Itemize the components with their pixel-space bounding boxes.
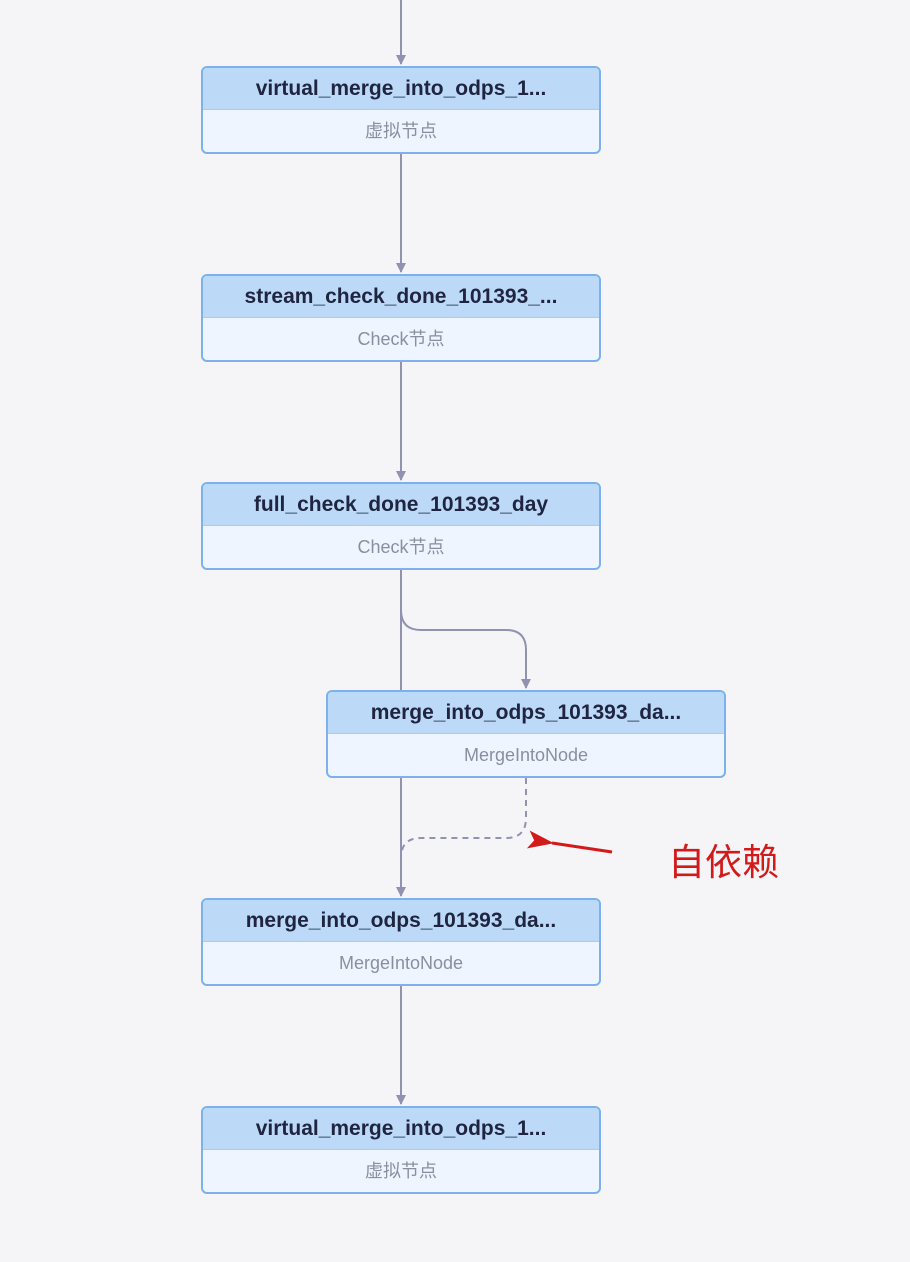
node-title: full_check_done_101393_day xyxy=(203,484,599,526)
node-title: stream_check_done_101393_... xyxy=(203,276,599,318)
node-virtual-merge-top[interactable]: virtual_merge_into_odps_1... 虚拟节点 xyxy=(201,66,601,154)
node-full-check-done[interactable]: full_check_done_101393_day Check节点 xyxy=(201,482,601,570)
node-title: merge_into_odps_101393_da... xyxy=(203,900,599,942)
node-title: merge_into_odps_101393_da... xyxy=(328,692,724,734)
node-type-label: 虚拟节点 xyxy=(365,1161,437,1181)
annotation-arrow xyxy=(526,830,613,854)
edge-n4-n5-self-dependency xyxy=(400,778,527,880)
node-type-label: MergeIntoNode xyxy=(463,745,589,765)
node-type-label: Check节点 xyxy=(357,537,445,557)
node-type-label: Check节点 xyxy=(357,329,445,349)
node-stream-check-done[interactable]: stream_check_done_101393_... Check节点 xyxy=(201,274,601,362)
self-dependency-annotation: 自依赖 xyxy=(668,842,779,883)
node-type-label: 虚拟节点 xyxy=(365,121,437,141)
node-type-label: MergeIntoNode xyxy=(338,953,464,973)
node-merge-into-odps-current[interactable]: merge_into_odps_101393_da... MergeIntoNo… xyxy=(201,898,601,986)
node-title: virtual_merge_into_odps_1... xyxy=(203,68,599,110)
edge-n3-n4 xyxy=(400,570,531,689)
node-merge-into-odps-previous[interactable]: merge_into_odps_101393_da... MergeIntoNo… xyxy=(326,690,726,778)
node-title: virtual_merge_into_odps_1... xyxy=(203,1108,599,1150)
node-virtual-merge-bottom[interactable]: virtual_merge_into_odps_1... 虚拟节点 xyxy=(201,1106,601,1194)
